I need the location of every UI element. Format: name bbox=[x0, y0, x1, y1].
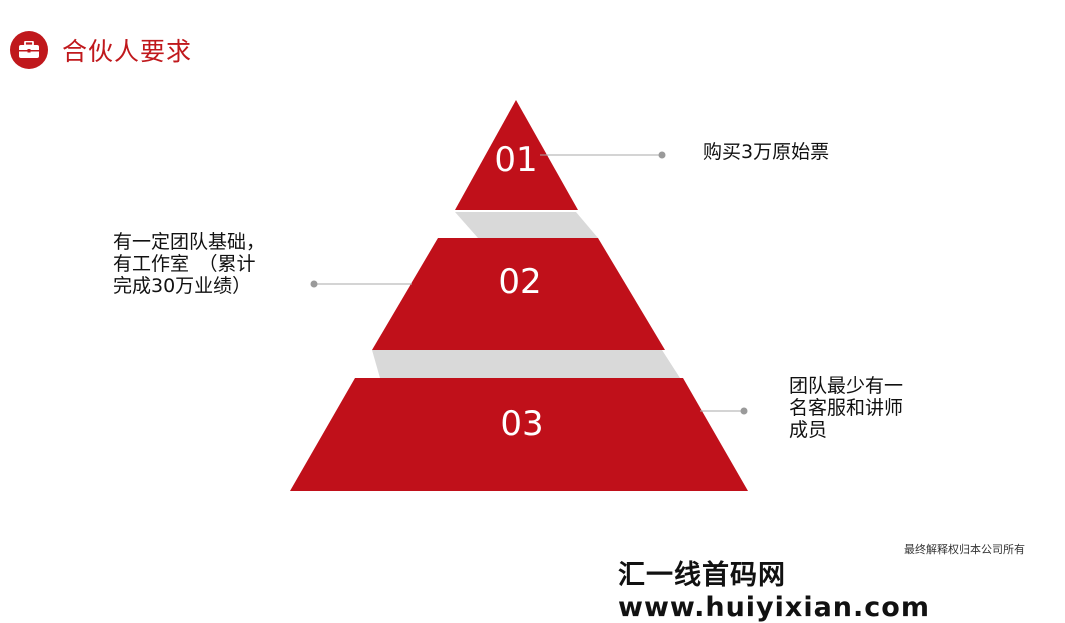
watermark: 汇一线首码网 www.huiyixian.com bbox=[618, 560, 930, 623]
tier-01 bbox=[455, 100, 578, 210]
header: 合伙人要求 bbox=[10, 30, 192, 70]
tier-01-description: 购买3万原始票 bbox=[703, 141, 830, 163]
separator-band-2 bbox=[372, 350, 680, 378]
tier-03-description: 团队最少有一 名客服和讲师 成员 bbox=[789, 375, 904, 441]
page-title: 合伙人要求 bbox=[62, 37, 193, 66]
tier-02-number: 02 bbox=[498, 262, 542, 302]
tier-02-description: 有一定团队基础， 有工作室 （累计 完成30万业绩） bbox=[113, 231, 266, 297]
tier-01-number: 01 bbox=[494, 140, 538, 180]
briefcase-icon bbox=[19, 41, 39, 58]
pyramid-diagram bbox=[290, 100, 748, 491]
footer-note: 最终解释权归本公司所有 bbox=[904, 543, 1025, 556]
tier-02 bbox=[372, 238, 665, 350]
briefcase-badge bbox=[10, 31, 48, 69]
connector-dot-02 bbox=[310, 280, 318, 288]
connector-dot-03 bbox=[740, 407, 748, 415]
tier-03 bbox=[290, 378, 748, 491]
connector-dot-01 bbox=[658, 151, 666, 159]
tier-03-number: 03 bbox=[500, 404, 544, 444]
separator-band-1 bbox=[455, 212, 598, 238]
